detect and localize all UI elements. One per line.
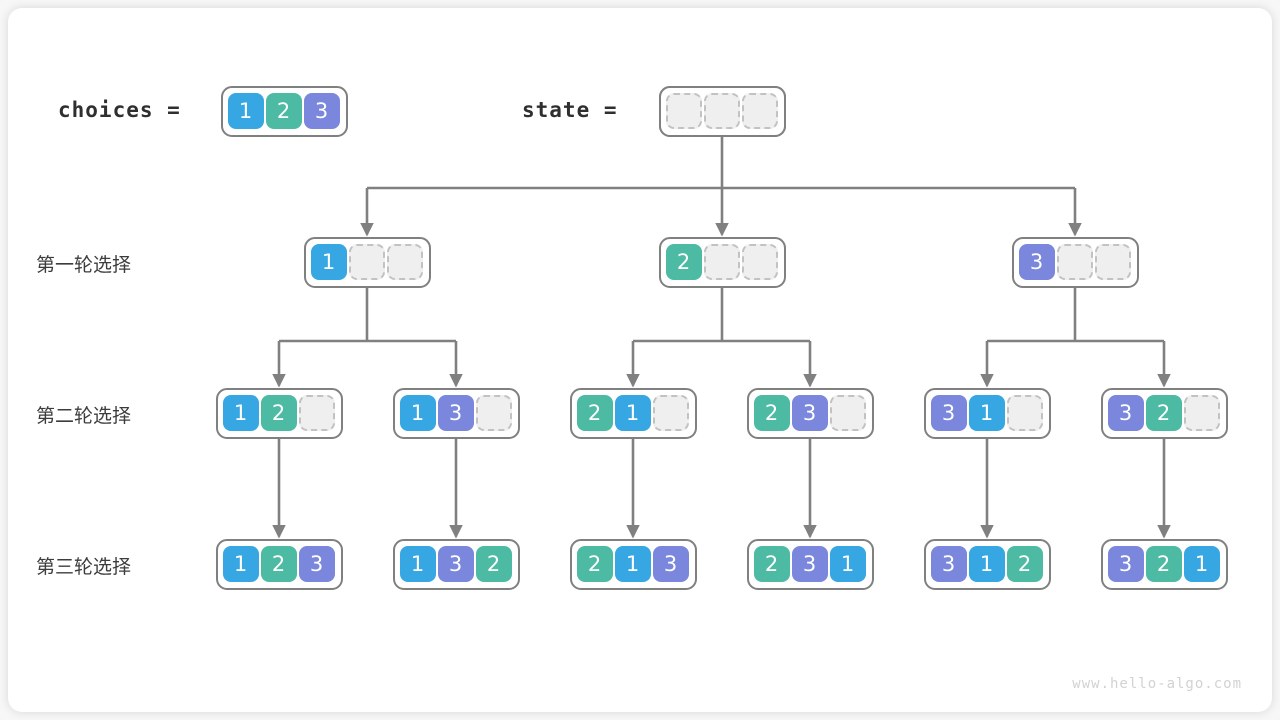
- cell-value-3: 3: [791, 395, 828, 431]
- cell-value-3: 3: [652, 546, 689, 582]
- choices-label: choices =: [58, 98, 181, 122]
- cell-value-2: 2: [576, 546, 613, 582]
- cell-value-3: 3: [930, 395, 967, 431]
- cell-empty: [1056, 244, 1093, 280]
- cell-value-3: 3: [303, 93, 340, 129]
- cell-value-1: 1: [222, 546, 259, 582]
- cell-empty: [652, 395, 689, 431]
- round-label-2: 第二轮选择: [36, 406, 132, 427]
- cell-value-3: 3: [298, 546, 335, 582]
- cell-value-1: 1: [968, 395, 1005, 431]
- cell-empty: [703, 244, 740, 280]
- cell-value-1: 1: [614, 546, 651, 582]
- cell-value-1: 1: [968, 546, 1005, 582]
- cell-empty: [703, 93, 740, 129]
- cell-value-3: 3: [1107, 395, 1144, 431]
- cell-value-3: 3: [1107, 546, 1144, 582]
- cell-value-1: 1: [399, 546, 436, 582]
- node-level1-1: 1: [303, 236, 431, 288]
- cell-empty: [386, 244, 423, 280]
- cell-value-2: 2: [265, 93, 302, 129]
- node-level1-2: 2: [658, 236, 786, 288]
- cell-value-1: 1: [614, 395, 651, 431]
- cell-empty: [1094, 244, 1131, 280]
- cell-empty: [829, 395, 866, 431]
- cell-value-2: 2: [260, 395, 297, 431]
- watermark: www.hello-algo.com: [1072, 676, 1242, 692]
- cell-value-2: 2: [665, 244, 702, 280]
- cell-empty: [741, 244, 778, 280]
- cell-value-1: 1: [310, 244, 347, 280]
- round-label-1: 第一轮选择: [36, 255, 132, 276]
- cell-value-2: 2: [576, 395, 613, 431]
- cell-empty: [298, 395, 335, 431]
- cell-value-3: 3: [437, 395, 474, 431]
- cell-empty: [665, 93, 702, 129]
- state-label: state =: [522, 98, 618, 122]
- node-level1-3: 3: [1011, 236, 1139, 288]
- cell-value-3: 3: [791, 546, 828, 582]
- cell-value-2: 2: [1006, 546, 1043, 582]
- cell-value-1: 1: [227, 93, 264, 129]
- cell-value-1: 1: [222, 395, 259, 431]
- cell-value-1: 1: [1183, 546, 1220, 582]
- cell-empty: [1006, 395, 1043, 431]
- cell-empty: [348, 244, 385, 280]
- diagram-card: [8, 8, 1272, 712]
- cell-value-1: 1: [829, 546, 866, 582]
- cell-value-2: 2: [753, 546, 790, 582]
- array-state: [658, 85, 786, 137]
- cell-value-2: 2: [260, 546, 297, 582]
- cell-empty: [1183, 395, 1220, 431]
- cell-value-2: 2: [475, 546, 512, 582]
- cell-value-1: 1: [399, 395, 436, 431]
- cell-value-3: 3: [930, 546, 967, 582]
- cell-value-2: 2: [1145, 546, 1182, 582]
- cell-value-2: 2: [1145, 395, 1182, 431]
- round-label-3: 第三轮选择: [36, 557, 132, 578]
- cell-value-3: 3: [1018, 244, 1055, 280]
- cell-value-3: 3: [437, 546, 474, 582]
- cell-value-2: 2: [753, 395, 790, 431]
- cell-empty: [475, 395, 512, 431]
- cell-empty: [741, 93, 778, 129]
